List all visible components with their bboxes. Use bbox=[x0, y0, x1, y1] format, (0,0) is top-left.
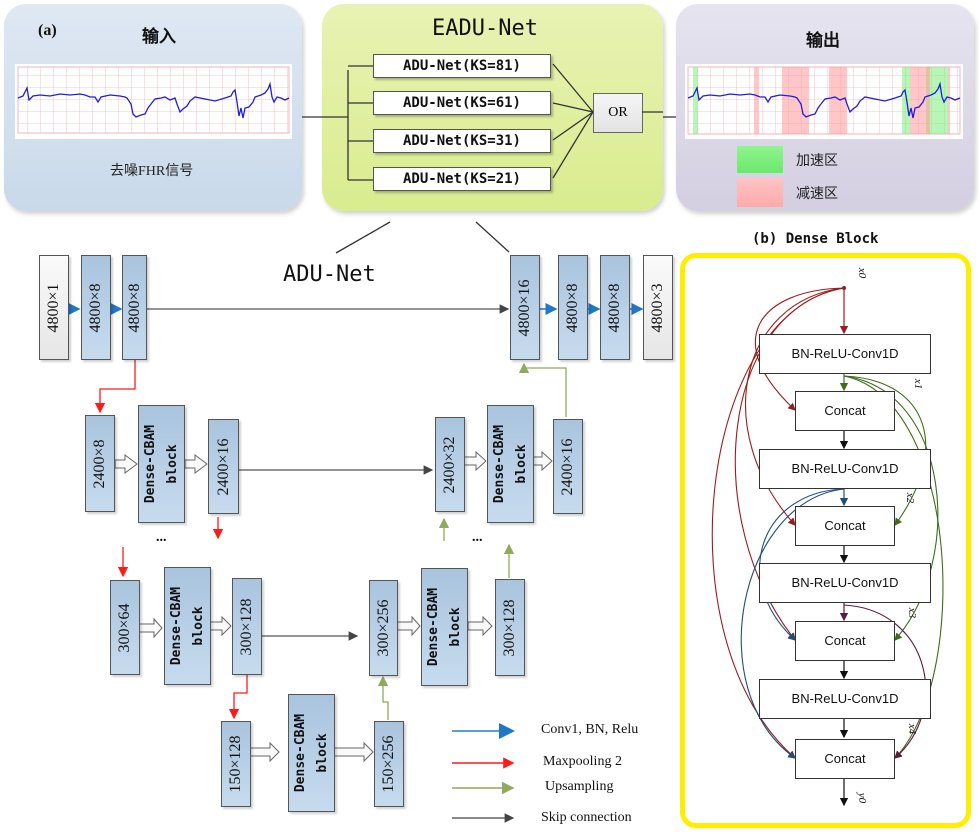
bn-relu-conv-4: BN-ReLU-Conv1D bbox=[759, 679, 931, 719]
ks-model-31: ADU-Net(KS=31) bbox=[373, 129, 551, 153]
block-l3-out: 300×128 bbox=[232, 578, 262, 675]
input-fhr-trace bbox=[17, 81, 290, 119]
ks-model-21: ADU-Net(KS=21) bbox=[373, 167, 551, 191]
bn-relu-conv-1: BN-ReLU-Conv1D bbox=[759, 334, 931, 374]
block-dec3: 4800×8 bbox=[600, 255, 630, 360]
accel-legend-label: 加速区 bbox=[796, 154, 838, 169]
block-enc1b: 4800×8 bbox=[122, 255, 147, 360]
label-x1: x1 bbox=[912, 378, 925, 390]
legend-maxpool: Maxpooling 2 bbox=[543, 754, 622, 769]
legend-upsampling: Upsampling bbox=[545, 779, 614, 794]
label-x3: x3 bbox=[906, 607, 919, 619]
dense-block-title-text: (b) Dense Block bbox=[752, 231, 879, 247]
block-l3-in: 300×64 bbox=[110, 580, 140, 675]
block-bottom-out: 150×256 bbox=[374, 721, 404, 807]
label-y0: y0 bbox=[856, 792, 869, 804]
decel-legend-swatch bbox=[737, 178, 783, 207]
output-fhr-signal bbox=[685, 64, 963, 139]
block-l2-out: 2400×16 bbox=[208, 419, 239, 514]
label-x4: x4 bbox=[906, 723, 919, 735]
dense-block-frame bbox=[680, 253, 971, 828]
ks-model-81: ADU-Net(KS=81) bbox=[373, 54, 551, 78]
ellipsis-right: ... bbox=[472, 530, 483, 545]
decel-legend-label: 减速区 bbox=[796, 187, 838, 202]
concat-1: Concat bbox=[795, 391, 895, 431]
input-signal-plot bbox=[17, 66, 290, 134]
label-x2: x2 bbox=[904, 492, 917, 504]
input-title: 输入 bbox=[142, 27, 176, 46]
ellipsis-left: ... bbox=[156, 530, 167, 545]
eadu-connectors bbox=[322, 63, 663, 181]
block-bottom-in: 150×128 bbox=[221, 721, 251, 807]
accel-regions bbox=[693, 67, 948, 134]
concat-2: Concat bbox=[795, 506, 895, 546]
output-signal-plot bbox=[687, 66, 961, 135]
adunet-title: ADU-Net bbox=[283, 262, 376, 287]
block-enc1a: 4800×8 bbox=[81, 255, 111, 360]
bn-relu-conv-3: BN-ReLU-Conv1D bbox=[759, 563, 931, 603]
block-l2-in: 2400×8 bbox=[85, 415, 115, 512]
block-l2-concat: 2400×32 bbox=[435, 417, 465, 512]
block-dec2: 4800×8 bbox=[558, 255, 588, 360]
decel-regions bbox=[754, 67, 950, 134]
ks-model-61: ADU-Net(KS=61) bbox=[373, 91, 551, 115]
block-output: 4800×3 bbox=[643, 255, 673, 360]
accel-legend-swatch bbox=[737, 146, 783, 173]
block-l2-up: 2400×16 bbox=[553, 419, 583, 514]
eadu-title: EADU-Net bbox=[432, 16, 538, 41]
bn-relu-conv-2: BN-ReLU-Conv1D bbox=[759, 449, 931, 489]
panel-a-tag: (a) bbox=[38, 22, 57, 39]
block-dec1: 4800×16 bbox=[510, 255, 540, 360]
block-l3-up: 300×128 bbox=[495, 579, 525, 676]
label-x0: x0 bbox=[856, 267, 869, 279]
block-input: 4800×1 bbox=[39, 255, 69, 360]
block-l3-concat: 300×256 bbox=[369, 580, 398, 676]
output-title: 输出 bbox=[806, 31, 840, 50]
concat-4: Concat bbox=[795, 739, 895, 779]
hollow-arrows bbox=[114, 450, 553, 763]
concat-3: Concat bbox=[795, 621, 895, 661]
dense-block-title: (b) Dense Block bbox=[752, 231, 878, 248]
input-caption: 去噪FHR信号 bbox=[110, 164, 194, 179]
legend-skip: Skip connection bbox=[541, 810, 632, 825]
legend-conv: Conv1, BN, Relu bbox=[541, 722, 639, 737]
output-fhr-trace bbox=[687, 81, 961, 119]
input-fhr-signal bbox=[15, 64, 292, 139]
or-box: OR bbox=[593, 93, 643, 133]
